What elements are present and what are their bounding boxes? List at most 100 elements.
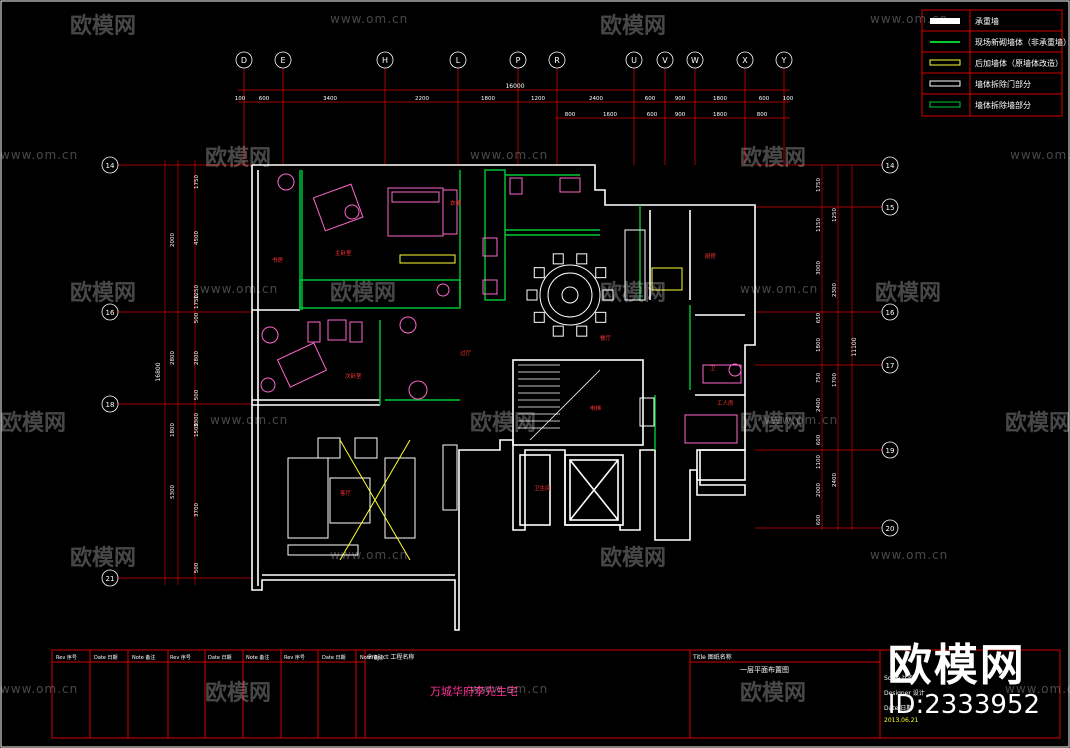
dim-right-row1: 3000 [816, 261, 822, 275]
furniture [260, 173, 742, 444]
dim-top-row1: 600 [645, 96, 656, 102]
grid-label-right: 15 [886, 204, 895, 212]
project-name: 万城华府李先生宅 [430, 684, 518, 698]
stamp-id: ID:2333952 [887, 690, 1040, 720]
legend-label-4: 墙体拆除墙部分 [975, 100, 1031, 110]
dining-chair [595, 311, 607, 323]
dim-left-row1: 1250 [194, 285, 200, 299]
living-dining-furniture [287, 229, 655, 556]
grid-label-top: R [554, 56, 560, 65]
grid-bubble-right [881, 356, 899, 374]
grid-bubble-top [274, 51, 292, 69]
grid-label-right: 16 [886, 309, 895, 317]
watermark-logo: 欧模网 [205, 146, 272, 171]
grid-bubble-top [736, 51, 754, 69]
dining-chair [526, 289, 538, 301]
dining-chair [595, 267, 607, 279]
dim-top-row1: 100 [235, 96, 246, 102]
misc-date: Date 日期 [884, 704, 912, 712]
dim-right-row1: 650 [816, 312, 822, 323]
room-label: 主卧室 [335, 249, 352, 257]
dining-chair [576, 253, 588, 265]
dim-right-row1: 750 [816, 372, 822, 383]
dim-left-row1: 1750 [194, 295, 200, 309]
tb-col-label: Rev 序号 [170, 654, 191, 661]
watermark-url: www.om.cn [470, 682, 549, 696]
grid-label-right: 19 [886, 447, 895, 455]
grid-label-right: 20 [886, 525, 895, 533]
dim-top-row2: 1800 [713, 112, 727, 118]
dim-left-row1: 1750 [194, 175, 200, 189]
dim-top-row1: 3400 [323, 96, 337, 102]
stamp-logo: 欧模网 [887, 640, 1026, 691]
watermark-logo: 欧模网 [600, 546, 667, 571]
room-label: 过厅 [460, 349, 472, 357]
grid-bubble-right [881, 303, 899, 321]
watermark-logo: 欧模网 [0, 411, 67, 436]
grid-bubble-left [101, 303, 119, 321]
grid-label-top: H [382, 56, 388, 65]
watermark-url: www.om.cn [330, 548, 409, 562]
dim-left-row2: 5300 [170, 485, 176, 499]
tb-col-label: Note 备注 [360, 654, 383, 661]
room-label: 客厅 [340, 489, 352, 497]
dining-chair [602, 289, 614, 301]
watermark-logo: 欧模网 [875, 281, 942, 306]
room-label: 卫生间 [534, 484, 551, 492]
dim-right-row1: 1100 [816, 455, 822, 469]
dim-left-row1: 3300 [194, 413, 200, 427]
grid-label-left: 16 [106, 309, 115, 317]
legend-table: 承重墙 现场新砌墙体（非承重墙） 后加墙体（原墙体改造） 墙体拆除门部分 墙体拆… [921, 9, 1070, 117]
dim-top-row2: 800 [757, 112, 768, 118]
room-label: 衣帽 [450, 199, 462, 207]
room-label: 厨房 [705, 252, 717, 260]
dining-chair [533, 311, 545, 323]
dim-left-row1: 2800 [194, 351, 200, 365]
dim-right-row1: 600 [816, 434, 822, 445]
dim-top-row1: 900 [675, 96, 686, 102]
walls [251, 164, 756, 631]
dim-right-row2: 1250 [832, 208, 838, 222]
dim-right-row2: 2400 [832, 473, 838, 487]
legend-swatch-wall [929, 101, 961, 108]
grid-label-top: X [742, 56, 748, 65]
grid-bubble-right [881, 519, 899, 537]
dim-right-row1: 1150 [816, 218, 822, 232]
yellow-details [339, 254, 683, 561]
grid-bubble-right [881, 198, 899, 216]
tb-col-label: Rev 序号 [56, 654, 77, 661]
grid-bubble-top [235, 51, 253, 69]
room-label: 书房 [272, 256, 284, 264]
tb-col-label: Date 日期 [322, 655, 346, 661]
watermark-url: www.om.cn [870, 12, 949, 26]
grid-bubble-right [881, 156, 899, 174]
dim-left-row1: 1500 [194, 423, 200, 437]
legend-swatch-added [929, 59, 961, 66]
dim-right-row1: 1750 [816, 178, 822, 192]
grid-bubble-left [101, 569, 119, 587]
drawing-label: Title 图纸名称 [692, 653, 732, 661]
misc-date-value: 2013.06.21 [884, 717, 919, 724]
grid-bubble-top [449, 51, 467, 69]
dim-top-total: 16000 [505, 83, 524, 90]
grid-bubble-top [625, 51, 643, 69]
watermark-logo: 欧模网 [205, 681, 272, 706]
watermark-url: www.om.cn [330, 12, 409, 26]
watermark-logo: 欧模网 [470, 411, 537, 436]
watermark-logo: 欧模网 [600, 14, 667, 39]
watermark-logo: 欧模网 [740, 681, 807, 706]
dining-chair [552, 325, 564, 337]
tb-col-label: Note 备注 [246, 654, 269, 661]
dim-top-row1: 1800 [713, 96, 727, 102]
grid-label-left: 21 [106, 575, 115, 583]
dim-left-row1: 3700 [194, 503, 200, 517]
dim-left-total: 16800 [155, 362, 162, 381]
dim-top-row2: 900 [675, 112, 686, 118]
grid-label-top: E [280, 56, 285, 65]
dim-top-row1: 600 [259, 96, 270, 102]
